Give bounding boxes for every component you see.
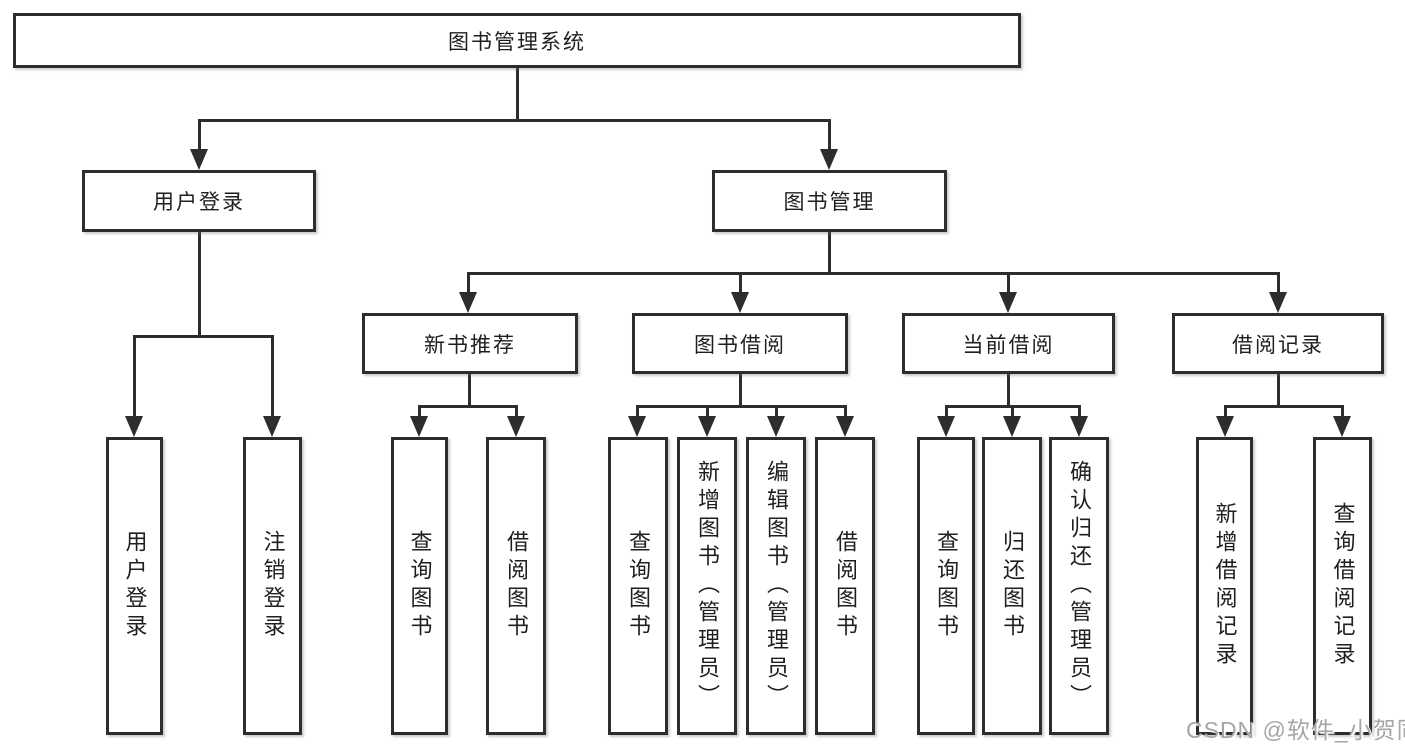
connector-line [775, 405, 778, 418]
connector-line [739, 272, 742, 294]
connector-line [1007, 374, 1010, 405]
connector-line [706, 405, 709, 418]
arrowhead-down-icon [937, 416, 955, 437]
connector-line [636, 405, 639, 418]
connector-line [1007, 272, 1010, 294]
arrowhead-down-icon [698, 416, 716, 437]
arrowhead-down-icon [459, 292, 477, 313]
connector-line [516, 68, 519, 119]
node-new-book-recommend: 新书推荐 [362, 313, 578, 374]
connector-line [1277, 272, 1280, 294]
connector-line [1011, 405, 1014, 418]
connector-line [468, 374, 471, 405]
arrowhead-down-icon [1269, 292, 1287, 313]
connector-line [198, 232, 201, 335]
connector-line [828, 232, 831, 272]
connector-line [515, 405, 518, 418]
leaf-return-book: 归还图书 [982, 437, 1042, 735]
connector-line [1078, 405, 1081, 418]
arrowhead-down-icon [731, 292, 749, 313]
leaf-borrow-books-recommend: 借阅图书 [486, 437, 546, 735]
leaf-query-borrow-record: 查询借阅记录 [1313, 437, 1372, 735]
connector-line [945, 405, 948, 418]
watermark: CSDN @软件_小贺同学 [1186, 717, 1405, 743]
connector-line [467, 272, 470, 294]
arrowhead-down-icon [507, 416, 525, 437]
node-book-management: 图书管理 [712, 170, 947, 232]
connector-line [739, 374, 742, 405]
node-current-borrow: 当前借阅 [902, 313, 1115, 374]
arrowhead-down-icon [1070, 416, 1088, 437]
leaf-user-login: 用户登录 [106, 437, 163, 735]
connector-line [418, 405, 518, 408]
connector-line [1341, 405, 1344, 418]
leaf-query-books-current: 查询图书 [917, 437, 975, 735]
arrowhead-down-icon [1333, 416, 1351, 437]
leaf-query-books-borrow: 查询图书 [608, 437, 668, 735]
leaf-confirm-return-admin: 确认归还（管理员） [1049, 437, 1109, 735]
node-root: 图书管理系统 [13, 13, 1021, 68]
arrowhead-down-icon [263, 416, 281, 437]
connector-line [1224, 405, 1344, 408]
arrowhead-down-icon [125, 416, 143, 437]
connector-line [1224, 405, 1227, 418]
leaf-query-books-recommend: 查询图书 [391, 437, 448, 735]
arrowhead-down-icon [999, 292, 1017, 313]
connector-line [133, 335, 274, 338]
arrowhead-down-icon [1216, 416, 1234, 437]
arrowhead-down-icon [836, 416, 854, 437]
connector-line [133, 335, 136, 418]
connector-line [198, 119, 201, 151]
leaf-add-borrow-record: 新增借阅记录 [1196, 437, 1253, 735]
arrowhead-down-icon [190, 149, 208, 170]
arrowhead-down-icon [410, 416, 428, 437]
arrowhead-down-icon [1003, 416, 1021, 437]
connector-line [636, 405, 847, 408]
leaf-add-book-admin: 新增图书（管理员） [677, 437, 737, 735]
connector-line [828, 119, 831, 151]
connector-line [467, 272, 1280, 275]
arrowhead-down-icon [628, 416, 646, 437]
leaf-borrow-books: 借阅图书 [815, 437, 875, 735]
leaf-edit-book-admin: 编辑图书（管理员） [746, 437, 806, 735]
connector-line [418, 405, 421, 418]
connector-line [1277, 374, 1280, 405]
connector-line [844, 405, 847, 418]
node-user-login: 用户登录 [82, 170, 316, 232]
leaf-logout: 注销登录 [243, 437, 302, 735]
node-book-borrow: 图书借阅 [632, 313, 848, 374]
arrowhead-down-icon [820, 149, 838, 170]
node-borrow-records: 借阅记录 [1172, 313, 1384, 374]
connector-line [198, 119, 831, 122]
arrowhead-down-icon [767, 416, 785, 437]
connector-line [271, 335, 274, 418]
